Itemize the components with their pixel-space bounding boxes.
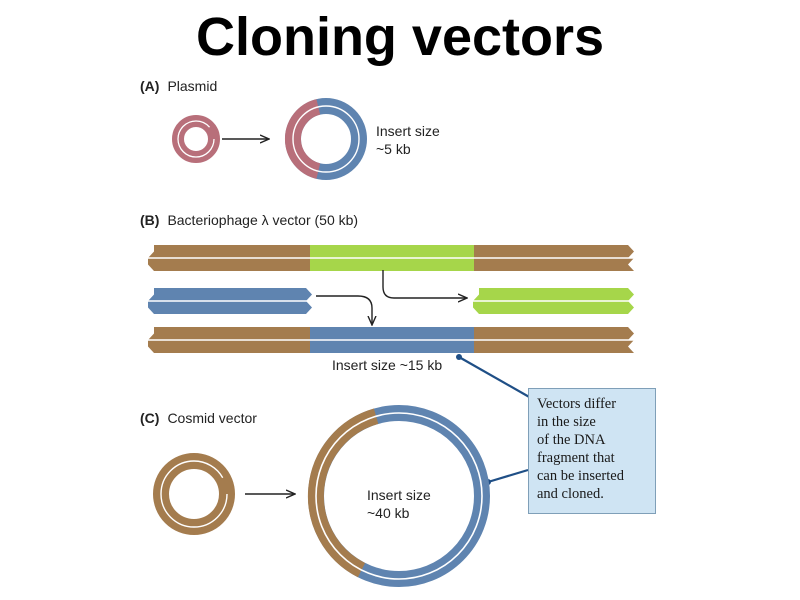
section-b-letter: (B) [140, 212, 160, 228]
callout-line: and cloned. [537, 486, 604, 502]
callout-line: can be inserted [537, 468, 624, 484]
insert-fragment [148, 288, 312, 314]
section-a-label: (A) Plasmid [140, 78, 217, 94]
callout-line: fragment that [537, 450, 615, 466]
section-b-title: Bacteriophage λ vector (50 kb) [167, 212, 359, 228]
callout-line: of the DNA [537, 432, 606, 448]
lambda-insert-label: Insert size ~15 kb [332, 357, 443, 373]
section-c-label: (C) Cosmid vector [140, 410, 257, 426]
plasmid-insert-label-line2: ~5 kb [376, 141, 411, 157]
plasmid-recombinant [285, 98, 367, 180]
callout-pointer [456, 354, 532, 485]
section-b-label: (B) Bacteriophage λ vector (50 kb) [140, 212, 358, 228]
callout-box: Vectors differ in the size of the DNA fr… [528, 388, 656, 514]
cosmid-insert-label-line2: ~40 kb [367, 505, 410, 521]
stuffer-removal-arrow [382, 270, 466, 298]
slide-title: Cloning vectors [195, 7, 605, 67]
cosmid-recombinant [307, 405, 490, 587]
cosmid-insert-label: Insert size ~40 kb [367, 486, 431, 522]
lambda-vector [148, 245, 634, 271]
plasmid-small [172, 115, 220, 163]
cosmid-insert-label-line1: Insert size [367, 487, 431, 503]
section-c-letter: (C) [140, 410, 160, 426]
insert-arrow [316, 295, 372, 324]
green-stuffer-fragment [473, 288, 634, 314]
section-a-letter: (A) [140, 78, 160, 94]
cosmid-small [153, 453, 235, 535]
plasmid-insert-label-line1: Insert size [376, 123, 440, 139]
lambda-recombinant [148, 327, 634, 353]
section-a-title: Plasmid [167, 78, 218, 94]
plasmid-insert-label: Insert size ~5 kb [376, 122, 440, 158]
callout-line: Vectors differ [537, 396, 617, 412]
callout-line: in the size [537, 414, 596, 430]
section-c-title: Cosmid vector [167, 410, 257, 426]
